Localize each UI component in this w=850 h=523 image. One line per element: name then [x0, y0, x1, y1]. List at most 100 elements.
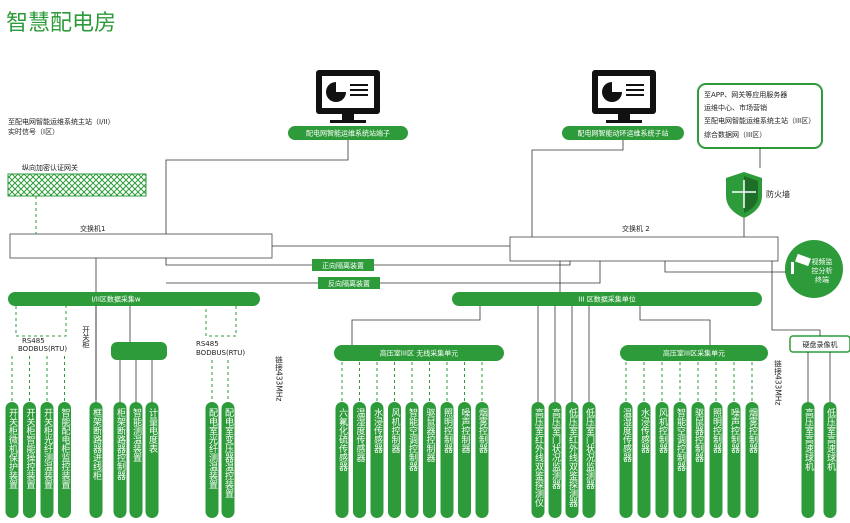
dashed-lines — [15, 196, 237, 337]
info-line-4: 综合数据网（III区） — [704, 130, 766, 139]
master-station-note-1: 至配电网智能运维系统主站（I/II） — [8, 117, 115, 126]
device-capsule — [709, 402, 723, 518]
firewall-label: 防火墙 — [766, 189, 790, 199]
video-terminal-line-1: 视频监 — [812, 257, 833, 266]
video-terminal-line-2: 控分析 — [812, 266, 833, 275]
device-label: 智能配电柜监控装置 — [60, 407, 71, 489]
switch2-box — [509, 236, 779, 262]
monitor-left-label: 配电网智能运维系统站端子 — [306, 129, 390, 138]
left-bus-label: I/II区数据采集w — [91, 295, 141, 304]
device-label: 驱鼠器控制器 — [693, 408, 704, 462]
device-capsule — [388, 402, 401, 518]
device-group-lv: 温湿度传感器水浸传感器风机控制器智能空调控制器驱鼠器控制器照明控制器噪声控制器烟… — [619, 362, 759, 518]
device-label: 烟雾控制器 — [747, 407, 758, 453]
device-label: 柜架断路器控制器 — [115, 407, 126, 480]
device-capsule — [58, 402, 71, 518]
device-capsule — [353, 402, 366, 518]
device-label: 烟雾控制器 — [477, 407, 488, 453]
info-line-1: 至APP、网关等应用服务器 — [704, 90, 787, 99]
connection-lines — [95, 140, 821, 400]
monitor-left-label-box — [288, 126, 408, 140]
device-group-mid: 柜架断路器控制器智能测温装置计量电度表 — [113, 360, 159, 518]
device-group-trans: 配电室光纤测温装置配电室变压器温控装置 — [205, 360, 235, 518]
device-capsule — [335, 402, 349, 518]
device-label: 水浸传感器 — [639, 407, 650, 453]
switch2-label: 交换机 2 — [622, 224, 650, 233]
device-capsule — [691, 402, 705, 518]
hv-wireless-unit — [334, 345, 504, 361]
video-terminal-line-3: 终端 — [815, 275, 829, 284]
device-label: 低压室门状况监测器 — [584, 407, 595, 489]
device-label: 驱鼠器控制器 — [425, 408, 436, 462]
device-capsule — [113, 402, 127, 518]
link-433-right: 链接433MHz — [773, 359, 782, 406]
device-capsule — [655, 402, 669, 518]
device-capsule — [5, 402, 19, 518]
page-title: 智慧配电房 — [6, 11, 116, 36]
device-label: 开关柜智能操控装置 — [25, 408, 36, 489]
device-capsule — [745, 402, 759, 518]
device-capsule — [823, 402, 837, 518]
device-capsule — [801, 402, 815, 518]
device-label: 低压室红外线双鉴探测器 — [567, 407, 578, 507]
device-capsule — [221, 402, 235, 518]
device-capsule — [40, 402, 54, 518]
switch-cabinet-label: 开关柜 — [81, 326, 90, 350]
device-label: 照明控制器 — [442, 408, 453, 453]
device-capsule — [145, 402, 159, 518]
device-label: 温湿度传感器 — [621, 408, 632, 462]
lv-unit-label: 高压室III区采集单元 — [663, 349, 725, 358]
rs485-left-2: BODBUS(RTU) — [18, 345, 67, 353]
rs485-left-1: RS485 — [22, 337, 45, 345]
device-label: 框架断路器进线柜 — [91, 407, 102, 481]
link-433-left: 链接433MHz — [274, 355, 283, 402]
rs485-mid-1: RS485 — [196, 340, 219, 348]
device-capsule — [619, 402, 633, 518]
shield-icon — [726, 172, 762, 218]
device-group-left: 开关柜微机保护装置开关柜智能操控装置开关柜光纤测温装置智能配电柜监控装置 — [5, 356, 71, 518]
device-capsule — [129, 402, 143, 518]
left-bus — [8, 292, 260, 306]
device-capsule — [531, 402, 545, 518]
encryption-gateway — [7, 173, 147, 197]
device-capsule — [475, 402, 489, 518]
device-label: 高压室高速球机 — [803, 407, 814, 472]
device-label: 六氟化硫传感器 — [337, 407, 348, 471]
device-label: 噪声控制器 — [460, 408, 471, 453]
device-group-frame: 框架断路器进线柜 — [89, 306, 103, 518]
device-label: 配电室光纤测温装置 — [207, 408, 218, 489]
device-label: 开关柜光纤测温装置 — [42, 408, 53, 489]
device-capsule — [582, 402, 596, 518]
device-capsule — [727, 402, 741, 518]
info-line-2: 运维中心、市场营销 — [704, 103, 767, 112]
right-bus-label: III 区数据采集单位 — [578, 295, 635, 304]
device-capsule — [89, 402, 103, 518]
info-line-3: 至配电网智能运维系统主站（III区） — [704, 116, 815, 125]
device-label: 风机控制器 — [390, 408, 401, 453]
device-label: 照明控制器 — [711, 408, 722, 453]
device-capsule — [205, 402, 219, 518]
device-capsule — [637, 402, 651, 518]
device-label: 低压室高速球机 — [825, 407, 836, 472]
monitor-right-label: 配电网智能动环运维系统子站 — [578, 129, 669, 138]
device-label: 高压室红外线双鉴探测仪 — [533, 407, 544, 507]
device-capsule — [548, 402, 562, 518]
device-capsule — [458, 402, 471, 518]
device-capsule — [565, 402, 579, 518]
device-capsule — [440, 402, 454, 518]
gateway-label: 纵向加密认证网关 — [22, 163, 78, 172]
device-capsule — [673, 402, 687, 518]
device-capsule — [23, 402, 36, 518]
device-label: 智能测温装置 — [131, 407, 142, 462]
device-group-hv-mid: 高压室红外线双鉴探测仪高压室门状况监测器低压室红外线双鉴探测器低压室门状况监测器 — [531, 306, 596, 518]
device-capsule — [370, 402, 384, 518]
forward-isolation-box — [312, 259, 374, 271]
device-label: 计量电度表 — [147, 407, 158, 454]
switch1-label: 交换机1 — [80, 224, 105, 233]
monitor-right-icon — [592, 70, 656, 123]
master-station-note-2: 实时信号（I区） — [8, 127, 59, 136]
reverse-isolation-label: 反向隔离装置 — [328, 279, 370, 288]
lv-unit — [620, 345, 768, 361]
device-label: 风机控制器 — [657, 408, 668, 453]
